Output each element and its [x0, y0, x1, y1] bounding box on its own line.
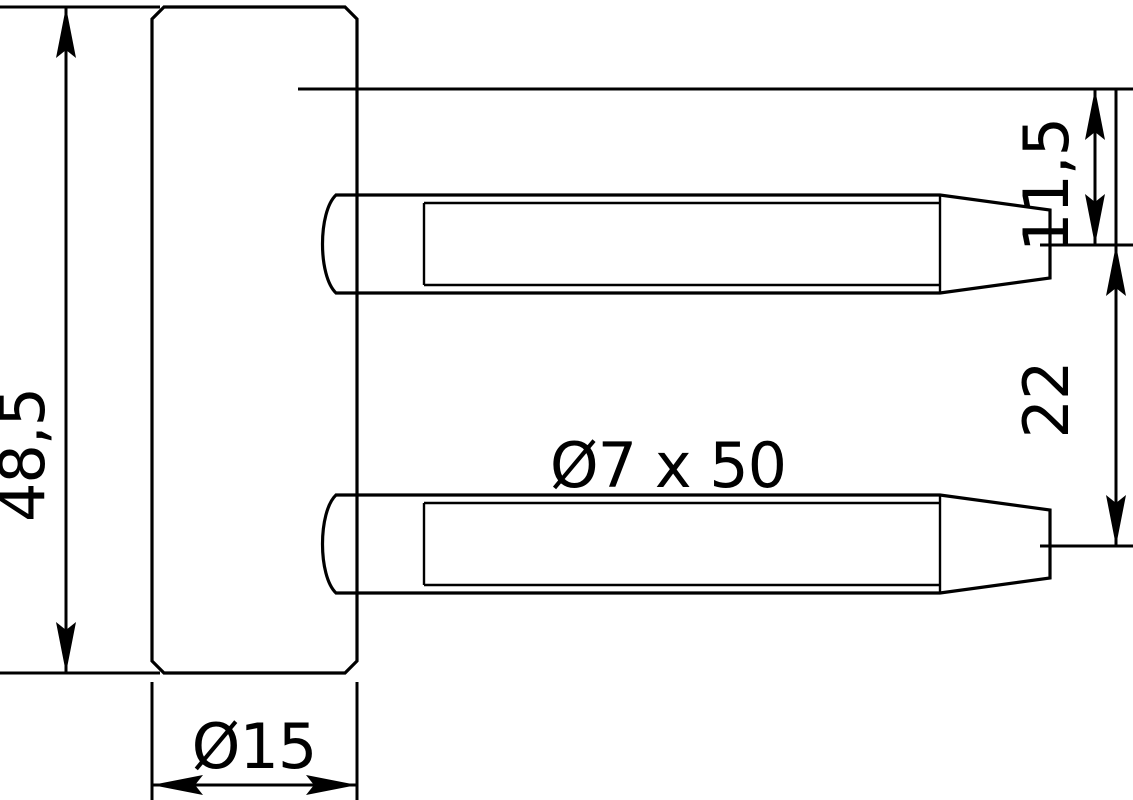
hinge-body-outline — [150, 5, 359, 675]
arrow-head-down-top-pin-offset — [1085, 194, 1105, 245]
lower-pin-body-outline — [357, 493, 1052, 595]
arrow-head-down-pin-spacing — [1106, 495, 1126, 546]
arrow-head-up-top-pin-offset — [1085, 89, 1105, 140]
dimension-overall-height: 48,5 — [0, 7, 76, 673]
dimension-label-body-diameter: Ø15 — [192, 710, 317, 783]
dimension-body-diameter: Ø15 — [152, 710, 357, 795]
lower-dowel-pin-part — [321, 493, 1052, 595]
dimension-pin-spacing: 22 — [1010, 89, 1126, 546]
dimension-label-overall-height: 48,5 — [0, 388, 59, 522]
extension-lines-group — [0, 5, 1133, 800]
arrow-head-right-body-diameter — [306, 775, 357, 795]
arrow-head-left-body-diameter — [152, 775, 203, 795]
callout-pin-spec: Ø7 x 50 — [550, 429, 787, 502]
dimension-label-top-pin-offset: 11,5 — [1010, 118, 1083, 252]
upper-dowel-pin-part — [321, 193, 1052, 295]
arrow-head-up-overall-height — [56, 7, 76, 58]
lower-pin-outline — [321, 493, 357, 595]
arrow-head-up-pin-spacing — [1106, 245, 1126, 296]
dimension-top-pin-offset: 11,5 — [1010, 89, 1105, 252]
dimension-label-pin-spacing: 22 — [1010, 362, 1083, 439]
upper-pin-body-outline — [357, 193, 1052, 295]
arrow-head-down-overall-height — [56, 622, 76, 673]
hinge-body-part — [150, 5, 359, 675]
dimension-label-pin-spec: Ø7 x 50 — [550, 429, 786, 502]
upper-pin-outline — [321, 193, 357, 295]
